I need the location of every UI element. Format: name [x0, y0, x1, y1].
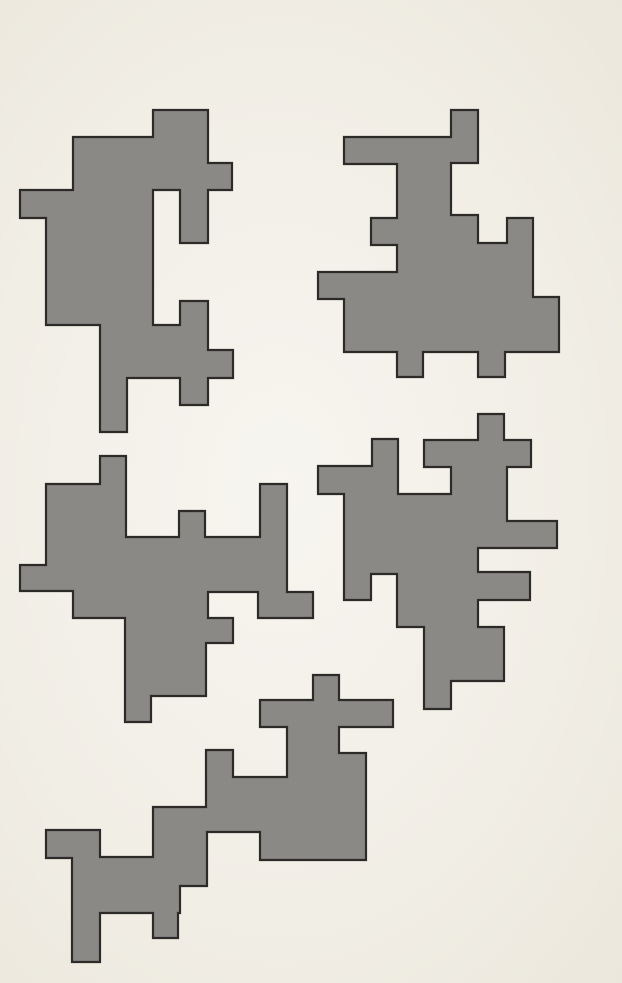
polyomino-shape-top-right: [318, 110, 559, 377]
polyomino-shape-middle-left: [20, 456, 313, 722]
polyomino-shape-middle-right: [318, 414, 557, 709]
polyomino-shape-top-left: [20, 110, 233, 432]
polyomino-shape-bottom: [46, 675, 393, 962]
